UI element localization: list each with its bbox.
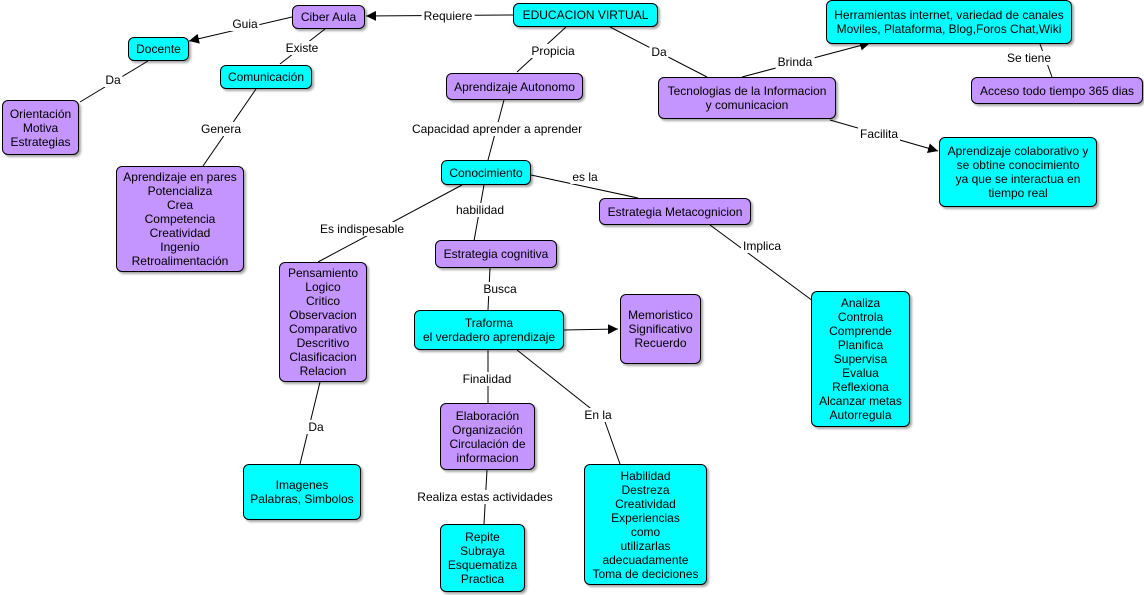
node-memoristico[interactable]: Memoristico Significativo Recuerdo <box>620 294 701 364</box>
node-analiza[interactable]: Analiza Controla Comprende Planifica Sup… <box>811 291 910 427</box>
link-en-la <box>516 349 605 420</box>
link-traforma-memoristico <box>563 324 619 335</box>
link-en-la-lower <box>603 418 621 465</box>
node-elaboracion[interactable]: Elaboración Organización Circulación de … <box>440 403 535 470</box>
label-propicia: Propicia <box>529 44 577 58</box>
label-implica: Implica <box>740 239 784 253</box>
link-es-la <box>530 174 639 199</box>
node-repite[interactable]: Repite Subraya Esquematiza Practica <box>440 524 525 592</box>
label-da-pensamiento: Da <box>306 420 326 434</box>
label-realiza: Realiza estas actividades <box>415 490 555 504</box>
label-se-tiene: Se tiene <box>1004 51 1054 65</box>
label-requiere: Requiere <box>421 9 475 23</box>
node-orientacion[interactable]: Orientación Motiva Estrategias <box>2 100 79 155</box>
label-da-tic: Da <box>649 45 669 59</box>
node-educacion-virtual[interactable]: EDUCACION VIRTUAL <box>513 3 658 27</box>
node-estrategia-metacognicion[interactable]: Estrategia Metacognicion <box>599 198 751 225</box>
node-aprendizaje-pares[interactable]: Aprendizaje en pares Potencializa Crea C… <box>116 166 244 272</box>
label-es-indispesable: Es indispesable <box>317 222 407 236</box>
label-en-la: En la <box>582 408 614 422</box>
node-pensamiento[interactable]: Pensamiento Logico Critico Observacion C… <box>279 262 367 382</box>
node-habilidad[interactable]: Habilidad Destreza Creatividad Experienc… <box>584 464 707 585</box>
node-docente[interactable]: Docente <box>128 37 189 61</box>
label-busca: Busca <box>481 282 519 296</box>
node-estrategia-cognitiva[interactable]: Estrategia cognitiva <box>435 240 557 268</box>
node-ciber-aula[interactable]: Ciber Aula <box>292 5 365 29</box>
node-tecnologias[interactable]: Tecnologias de la Informacion y comunica… <box>658 77 836 119</box>
label-es-la: es la <box>570 170 600 184</box>
node-acceso[interactable]: Acceso todo tiempo 365 dias <box>971 77 1143 104</box>
label-habilidad: habilidad <box>453 203 507 217</box>
node-aprendizaje-colaborativo[interactable]: Aprendizaje colaborativo y se obtine con… <box>939 137 1097 207</box>
label-facilita: Facilita <box>857 127 901 141</box>
node-comunicacion[interactable]: Comunicación <box>220 65 312 89</box>
link-implica <box>709 224 814 302</box>
label-da-docente: Da <box>103 73 123 87</box>
label-existe: Existe <box>283 41 321 55</box>
label-guia: Guia <box>230 17 260 31</box>
label-brinda: Brinda <box>775 55 815 69</box>
node-traforma[interactable]: Traforma el verdadero aprendizaje <box>414 310 564 350</box>
node-aprendizaje-autonomo[interactable]: Aprendizaje Autonomo <box>446 73 583 100</box>
label-finalidad: Finalidad <box>460 372 514 386</box>
label-genera: Genera <box>198 122 244 136</box>
label-capacidad: Capacidad aprender a aprender <box>409 122 585 136</box>
node-herramientas[interactable]: Herramientas internet, variedad de canal… <box>826 0 1072 44</box>
node-imagenes[interactable]: Imagenes Palabras, Simbolos <box>243 464 361 520</box>
node-conocimiento[interactable]: Conocimiento <box>441 160 531 185</box>
